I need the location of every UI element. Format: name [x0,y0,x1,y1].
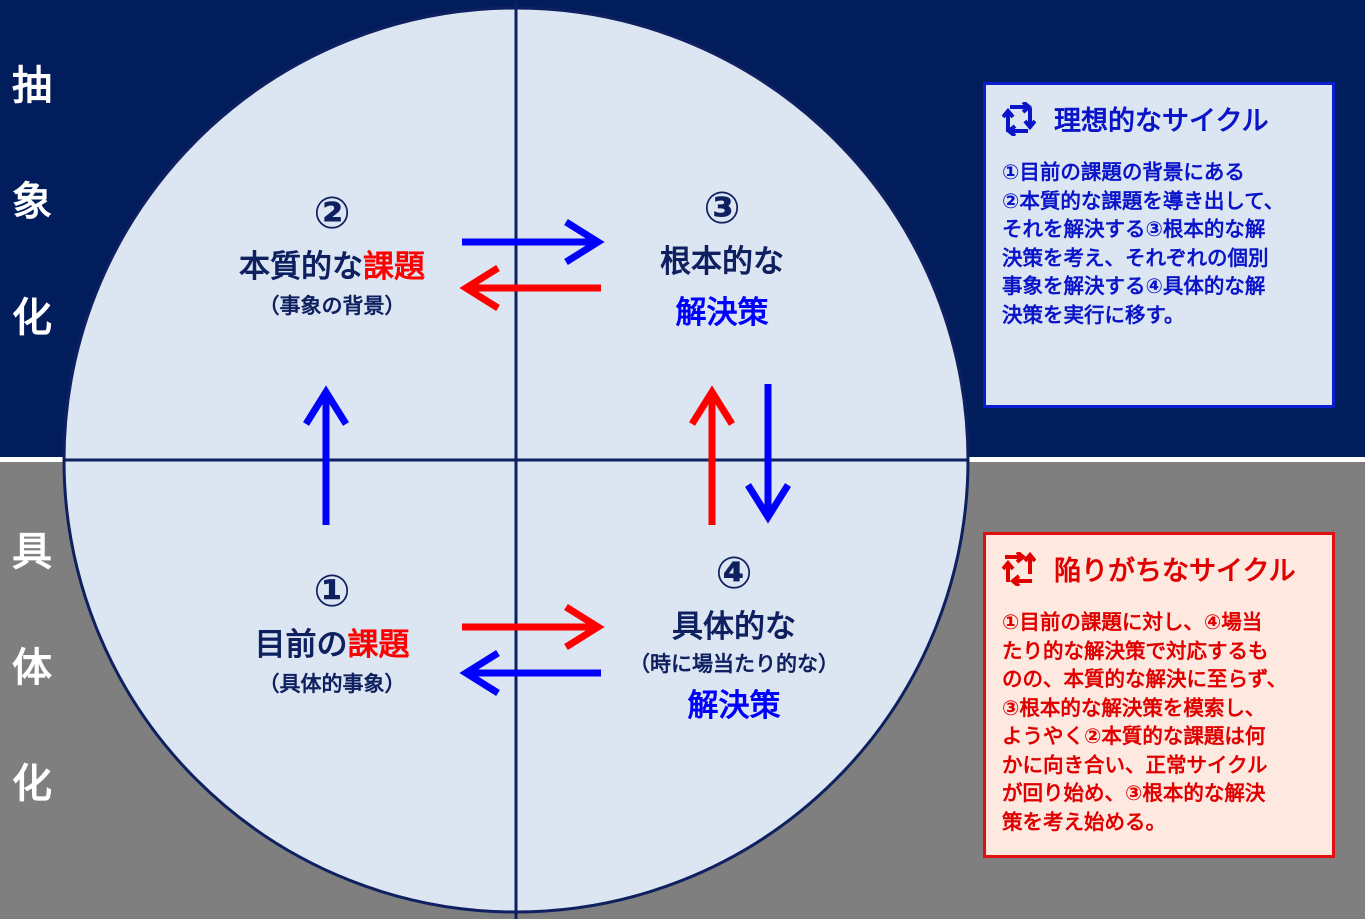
arrow-2-to-3 [462,219,605,265]
arrow-1-to-2 [303,385,349,525]
step-number-1: ① [313,566,351,617]
trap-cycle-title: 陥りがちなサイクル [1054,556,1296,587]
q4-label-highlight: 解決策 [687,688,781,724]
q2-sub: （事象の背景） [258,294,406,318]
broken-cycle-icon [1002,551,1036,586]
q1-label-highlight: 課題 [347,627,410,663]
arrow-3-to-4 [745,384,791,524]
q1-sub: （具体的事象） [258,672,406,696]
q2-label: 本質的な [239,249,363,285]
step-number-3: ③ [703,183,741,234]
q2-label-highlight: 課題 [363,249,425,285]
quadrant-1: ① 目前の課題 （具体的事象） [182,566,482,698]
trap-cycle-box: 陥りがちなサイクル ①目前の課題に対し、④場当 たり的な解決策で対応するも のの… [983,532,1335,858]
arrow-3-to-2 [459,265,601,311]
q3-label: 根本的な [660,244,784,280]
label-concrete-3: 化 [12,761,52,807]
ideal-cycle-title: 理想的なサイクル [1054,106,1269,137]
ideal-line: 決策を考え、それぞれの個別 [1002,245,1269,270]
arrow-1-to-4 [462,604,605,650]
step-number-4: ④ [715,548,753,599]
trap-line: 策を考え始める。 [1002,809,1166,834]
trap-line: ようやく②本質的な課題は何 [1002,724,1266,748]
ideal-line: 事象を解決する④具体的な解 [1002,274,1266,298]
quadrant-4: ④ 具体的な （時に場当たり的な） 解決策 [584,548,884,725]
ideal-line: それを解決する③根本的な解 [1002,217,1266,241]
q3-label-highlight: 解決策 [675,295,769,331]
trap-line: ①目前の課題に対し、④場当 [1002,610,1263,634]
ideal-line: ①目前の課題の背景にある [1002,160,1245,184]
label-concrete-1: 具 [12,529,52,575]
label-abstract-1: 抽 [12,63,52,109]
trap-line: かに向き合い、正常サイクル [1002,752,1268,777]
label-concrete-2: 体 [12,645,52,691]
q1-label: 目前の [254,627,348,663]
trap-line: ③根本的な解決策を模索し、 [1002,695,1266,720]
quadrant-2: ② 本質的な課題 （事象の背景） [182,188,482,320]
trap-line: のの、本質的な解決に至らず、 [1002,667,1288,691]
label-abstract-2: 象 [12,179,52,225]
q4-sub: （時に場当たり的な） [629,652,839,676]
ideal-line: ②本質的な課題を導き出して、 [1002,188,1285,213]
trap-line: たり的な解決策で対応するも [1002,638,1269,663]
quadrant-3: ③ 根本的な 解決策 [572,183,872,332]
ideal-cycle-box: 理想的なサイクル ①目前の課題の背景にある ②本質的な課題を導き出して、 それを… [983,82,1335,408]
q4-label: 具体的な [672,609,796,645]
arrow-4-to-3 [689,385,735,525]
cycle-icon [1002,101,1036,136]
label-abstract-3: 化 [12,295,52,341]
arrow-4-to-1 [459,650,601,696]
ideal-line: 決策を実行に移す。 [1002,302,1185,327]
step-number-2: ② [313,188,351,239]
trap-line: が回り始め、③根本的な解決 [1002,781,1266,805]
